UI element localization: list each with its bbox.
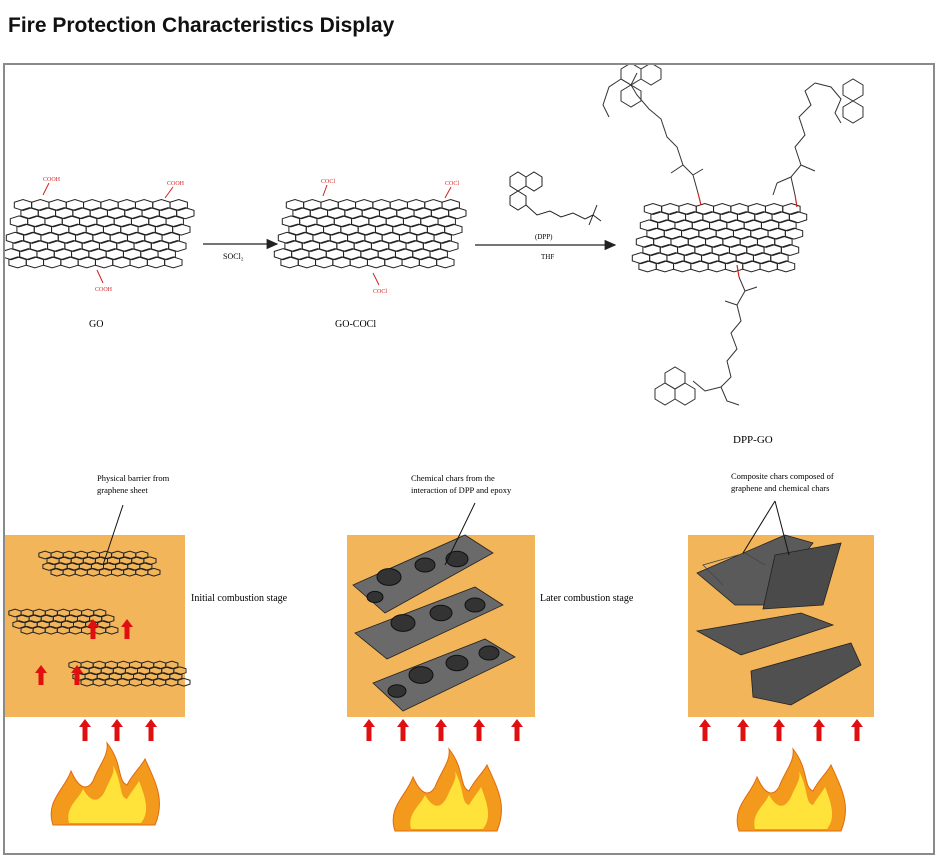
cocl-label-1: COCl <box>321 179 335 185</box>
go-cocl-label: GO-COCl <box>335 319 376 330</box>
annotation-pointer-1 <box>102 504 124 566</box>
stage-initial-label: Initial combustion stage <box>191 593 288 604</box>
go-cocl-functional-groups <box>322 184 452 286</box>
annotation-composite-chars: Composite chars composed of graphene and… <box>731 471 836 493</box>
cooh-label-2: COOH <box>167 181 185 187</box>
reagent-thf: THF <box>541 253 554 261</box>
go-cocl-sheet <box>273 198 467 269</box>
annotation-chemical-chars: Chemical chars from the interaction of D… <box>411 473 512 495</box>
stage-later-label: Later combustion stage <box>540 593 634 604</box>
cooh-label-3: COOH <box>95 287 113 293</box>
char-blobs <box>366 550 500 698</box>
page-title: Fire Protection Characteristics Display <box>8 14 395 37</box>
cooh-label-1: COOH <box>43 177 61 183</box>
dpp-chains <box>602 65 864 406</box>
cocl-label-2: COCl <box>445 181 459 187</box>
go-label: GO <box>89 319 103 330</box>
dpp-go-sheet <box>631 202 808 273</box>
annotation-physical-barrier: Physical barrier from graphene sheet <box>97 473 171 495</box>
reagent-dpp: (DPP) <box>535 233 553 241</box>
scheme-figure: COOH COOH COOH COCl COCl COCl SOCl₂ (DPP… <box>5 65 874 832</box>
reagent-socl2: SOCl₂ <box>223 252 244 261</box>
heat-arrows <box>79 719 863 741</box>
dpp-chain-links <box>697 192 798 278</box>
annotation-pointer-3 <box>742 500 790 556</box>
annotation-pointer-2 <box>444 502 476 566</box>
graphene-barrier-sheets <box>8 550 191 687</box>
dpp-structure-icon <box>509 171 602 226</box>
go-functional-groups <box>42 182 174 284</box>
heat-arrows-inside-1 <box>35 619 133 685</box>
flames <box>50 741 847 832</box>
figure-frame: COOH COOH COOH COCl COCl COCl SOCl₂ (DPP… <box>3 63 935 855</box>
composite-char-plates <box>695 534 862 706</box>
dpp-go-label: DPP-GO <box>733 434 773 446</box>
graphene-oxide-sheet <box>5 198 195 269</box>
cocl-label-3: COCl <box>373 289 387 295</box>
